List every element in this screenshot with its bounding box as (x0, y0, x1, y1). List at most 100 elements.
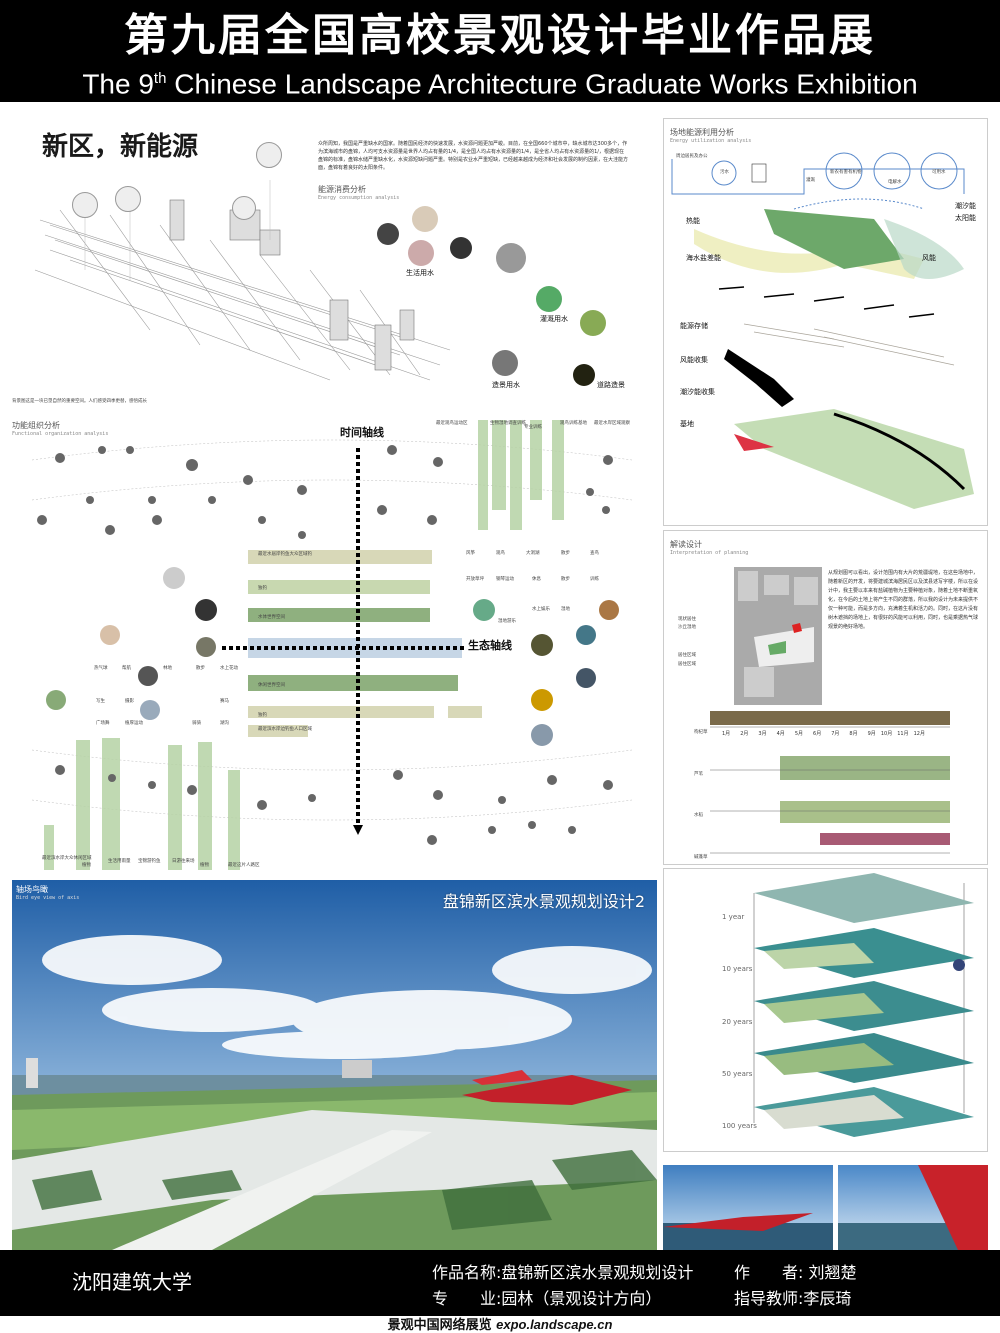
author-label: 作 者: (734, 1263, 804, 1282)
month: 10月 (880, 731, 893, 737)
flow-label: 新农有害有机物 (830, 170, 862, 175)
label-irrigation-water: 灌溉用水 (540, 315, 568, 323)
activity-label: 湿地游乐 (498, 619, 516, 624)
month: 4月 (776, 731, 785, 737)
major-value: 园林（景观设计方向） (501, 1289, 662, 1308)
energy-storage-label: 能源存储 (680, 322, 708, 330)
bar-label: 独钓 (258, 713, 267, 718)
time-axis-label: 时间轴线 (340, 426, 384, 439)
site-map (734, 567, 822, 705)
column-label: 生物湿地调查训练 (490, 421, 526, 426)
energy-heading-cn: 能源消费分析 (318, 185, 366, 194)
label-domestic-water: 生活用水 (406, 269, 434, 277)
exhibition-title-cn: 第九届全国高校景观设计毕业作品展 (124, 10, 876, 61)
year-label: 100 years (722, 1122, 757, 1130)
column-label: 植物 (82, 863, 91, 868)
activity-label: 骑骑 (192, 721, 201, 726)
layered-timeline-diagram (753, 873, 974, 1137)
render-title: 盘锦新区滨水景观规划设计2 (442, 892, 645, 911)
year-label: 1 year (722, 913, 745, 921)
month: 1月 (722, 731, 731, 737)
energy-flow-diagram (671, 152, 974, 509)
exhibition-title-en: The 9th Chinese Landscape Architecture G… (0, 62, 1000, 101)
func-heading-cn: 功能组织分析 (12, 421, 60, 430)
column-label: 宝锦游钓鱼 (138, 859, 161, 864)
major-label: 专 业: (432, 1289, 502, 1308)
flow-label: 周边居民及办公 (676, 154, 708, 159)
city-axonometric-drawing (34, 180, 451, 381)
lamp-icon (115, 186, 141, 212)
month: 2月 (740, 731, 749, 737)
activity-label: 摄影 (125, 699, 134, 704)
activity-label: 林地 (163, 666, 172, 671)
toilet-icon (72, 192, 98, 218)
night-road-photo (573, 364, 595, 386)
advisor-label: 指导教师: (734, 1289, 804, 1308)
column-label: 最近水岸区域观察 (594, 421, 630, 426)
landscape-photo (492, 350, 518, 376)
energy-panel-heading: 场地能源利用分析 Energy utilization analysis (670, 127, 751, 144)
label-road-landscape: 道路造景 (597, 381, 625, 389)
plant-label: 芦苇 (694, 772, 703, 777)
interpret-heading-cn: 解读设计 (670, 540, 702, 549)
main-render: 轴场鸟瞰 Bird eye view of axis 盘锦新区滨水景观规划设计2 (12, 880, 657, 1250)
energy-heading-en: Energy consumption analysis (318, 195, 400, 201)
flow-label: 可用水 (932, 170, 946, 175)
author-value: 刘翘楚 (808, 1263, 857, 1282)
faucet-photo (377, 223, 399, 245)
activity-label: 散步 (561, 551, 570, 556)
activity-label: 写生 (96, 699, 105, 704)
interpret-heading: 解读设计 Interpretation of planning (670, 539, 748, 556)
bar-label: 最近水居岸钓鱼大众区域钓 (258, 552, 312, 557)
timeline-panel: 1 year 10 years 20 years 50 years 100 ye… (663, 868, 988, 1152)
activity-label: 风筝 (466, 551, 475, 556)
activity-label: 水上花动 (220, 666, 238, 671)
year-label: 50 years (722, 1070, 753, 1078)
wind-energy-label: 风能 (922, 254, 936, 262)
activity-label: 观鸟 (496, 551, 505, 556)
column-label: 生活用雨量 (108, 859, 131, 864)
month: 7月 (831, 731, 840, 737)
major: 专 业:园林（景观设计方向） (432, 1285, 661, 1309)
render-thumbnail-2 (838, 1165, 988, 1250)
bar-label: 独钓 (258, 586, 267, 591)
column-label: 最近观鸟运动区 (436, 421, 468, 426)
advisor: 指导教师:李辰琦 (734, 1285, 851, 1309)
flow-label: 污水 (720, 170, 729, 175)
advisor-value: 李辰琦 (803, 1289, 852, 1308)
func-heading: 功能组织分析 Functional organization analysis (12, 420, 108, 437)
render-heading: 轴场鸟瞰 Bird eye view of axis (16, 884, 79, 901)
bar-label: 水体世界空间 (258, 615, 285, 620)
bar-label: 休闲世界空间 (258, 683, 285, 688)
interpretation-panel: 解读设计 Interpretation of planning 现状居住 沙丘湿… (663, 530, 988, 865)
column-label: 植物 (200, 863, 209, 868)
activity-label: 赛马 (220, 699, 229, 704)
tidal-collection-label: 潮汐能收集 (680, 388, 715, 396)
footer: 沈阳建筑大学 作品名称:盘锦新区滨水景观规划设计 作 者: 刘翘楚 专 业:园林… (0, 1250, 1000, 1316)
activity-label: 散步 (561, 577, 570, 582)
flow-label: 电解水 (888, 180, 902, 185)
interpret-heading-en: Interpretation of planning (670, 550, 749, 556)
solar-energy-label: 太阳能 (955, 214, 976, 222)
month: 8月 (849, 731, 858, 737)
plant-label: 水稻 (694, 813, 703, 818)
activity-label: 帮航 (122, 666, 131, 671)
site-base-label: 基地 (680, 420, 694, 428)
bar-label: 最近滨水岸边钓鱼人口区域 (258, 727, 312, 732)
flow-label: 灌溉 (806, 178, 815, 183)
heat-energy-label: 热能 (686, 217, 700, 225)
wind-collection-label: 风能收集 (680, 356, 708, 364)
map-label: 现状居住 (678, 617, 696, 622)
activity-label: 查鸟 (590, 551, 599, 556)
plant-label: 碱蓬草 (694, 855, 708, 860)
month: 11月 (897, 731, 909, 737)
activity-label: 湖沟 (220, 721, 229, 726)
map-label: 居住区域 (678, 653, 696, 658)
column-label: 日游往来场 (172, 859, 195, 864)
month: 12月 (913, 731, 925, 737)
column-label: 最近滨水岸大众休闲区域 (42, 856, 92, 861)
activity-label: 湿地 (561, 607, 570, 612)
month: 9月 (867, 731, 876, 737)
work-label: 作品名称: (432, 1263, 502, 1282)
activity-label: 休息 (532, 577, 541, 582)
